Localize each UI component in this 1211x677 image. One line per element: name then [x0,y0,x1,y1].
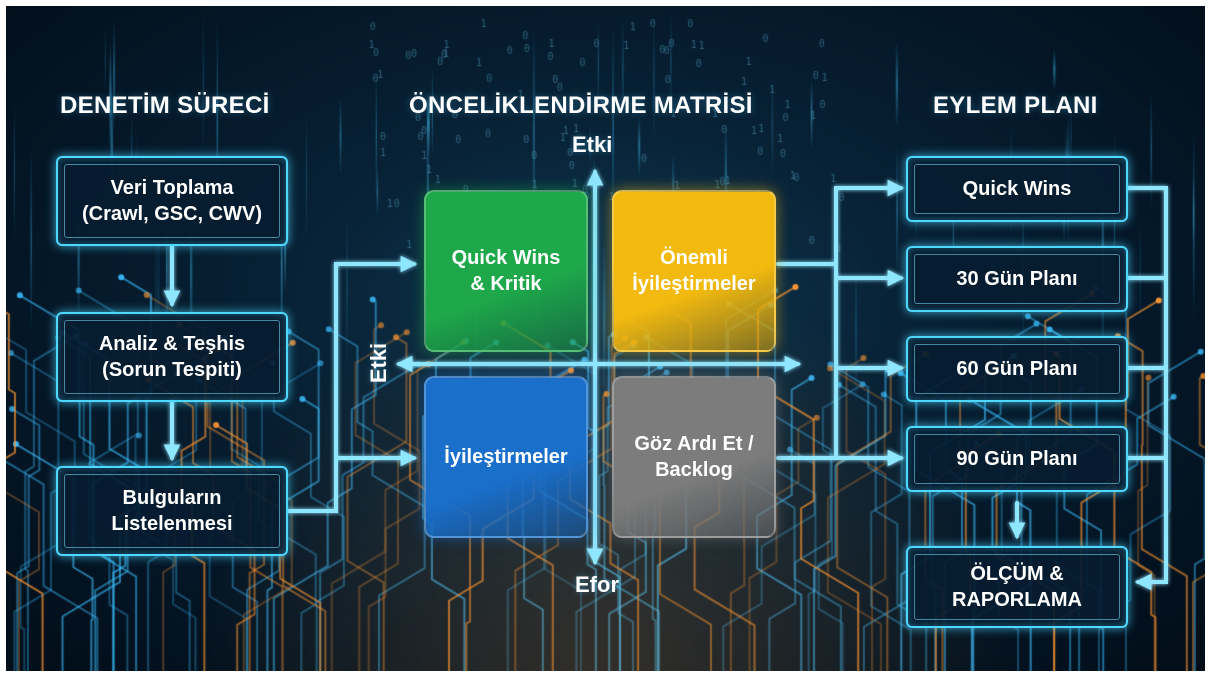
plan-60-days: 60 Gün Planı [906,336,1128,402]
process-step-data-collection: Veri Toplama (Crawl, GSC, CWV) [56,156,288,246]
heading-priority-matrix: ÖNCELİKLENDİRME MATRİSİ [409,92,753,119]
axis-label-left: Etki [366,342,392,384]
connector-layer [163,168,1168,591]
plan-connector-top [776,179,905,266]
plan-connector-bottom [776,186,838,460]
axis-label-bottom: Efor [575,572,619,597]
feed-connector [286,255,418,513]
plan-90-days: 90 Gün Planı [906,426,1128,492]
plan-bus [1126,186,1168,591]
quadrant-improvements: İyileştirmeler [424,376,588,538]
process-step-findings: Bulguların Listelenmesi [56,466,288,556]
quadrant-quick-wins: Quick Wins & Kritik [424,190,588,352]
quadrant-ignore-backlog: Göz Ardı Et / Backlog [612,376,776,538]
heading-action-plan: EYLEM PLANI [933,92,1098,119]
diagram-canvas: DENETİM SÜRECİ ÖNCELİKLENDİRME MATRİSİ E… [6,6,1205,671]
process-step-analysis: Analiz & Teşhis (Sorun Tespiti) [56,312,288,402]
plan-measurement-reporting: ÖLÇÜM & RAPORLAMA [906,546,1128,628]
quadrant-important-improvements: Önemli İyileştirmeler [612,190,776,352]
axis-label-top: Etki [572,132,613,157]
heading-audit-process: DENETİM SÜRECİ [60,92,270,119]
plan-30-days: 30 Gün Planı [906,246,1128,312]
plan-quick-wins: Quick Wins [906,156,1128,222]
